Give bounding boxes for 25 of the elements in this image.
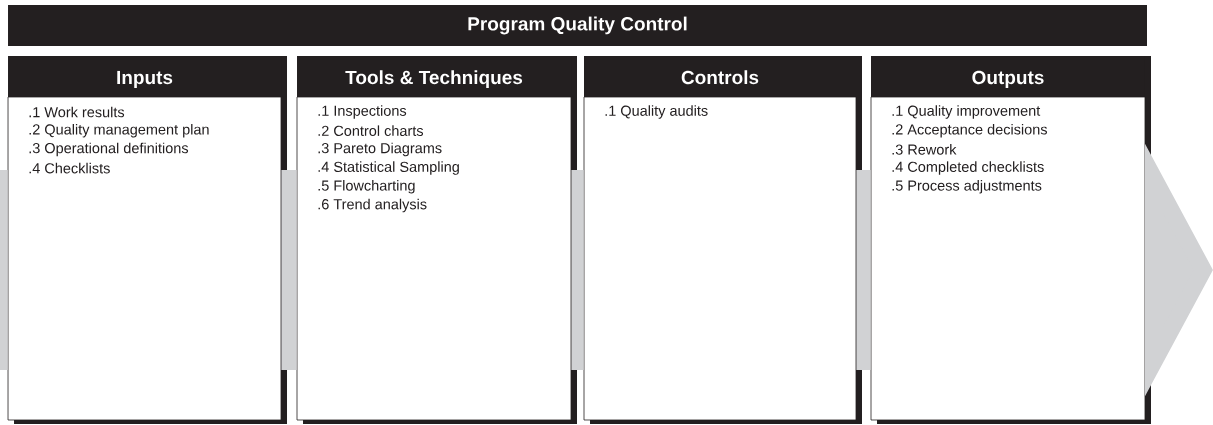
list-item: .1 Quality improvement — [892, 105, 1041, 119]
panel-heading: Tools & Techniques — [345, 70, 523, 88]
process-panel — [7, 56, 287, 424]
list-item: .5 Flowcharting — [318, 180, 415, 194]
list-item: .1 Inspections — [318, 105, 407, 119]
list-item: .1 Work results — [29, 106, 125, 118]
panel-heading: Inputs — [117, 70, 173, 88]
list-item: .4 Statistical Sampling — [318, 161, 459, 175]
list-item: .2 Control charts — [318, 125, 424, 136]
list-item: .2 Acceptance decisions — [892, 123, 1047, 138]
list-item: .3 Rework — [892, 144, 957, 155]
process-panel — [296, 56, 577, 424]
panel-heading: Controls — [681, 70, 759, 85]
process-panel — [583, 56, 862, 424]
list-item: .3 Operational definitions — [29, 142, 189, 157]
list-item: .5 Process adjustments — [892, 180, 1042, 194]
list-item: .4 Completed checklists — [892, 161, 1044, 175]
list-item: .3 Pareto Diagrams — [318, 142, 442, 157]
list-item: .2 Quality management plan — [29, 123, 209, 138]
title-band: Program Quality Control — [8, 5, 1147, 46]
process-panel — [870, 56, 1151, 424]
panel-heading: Outputs — [972, 70, 1044, 88]
list-item: .4 Checklists — [29, 162, 110, 174]
list-item: .6 Trend analysis — [318, 198, 427, 213]
list-item: .1 Quality audits — [605, 105, 708, 119]
